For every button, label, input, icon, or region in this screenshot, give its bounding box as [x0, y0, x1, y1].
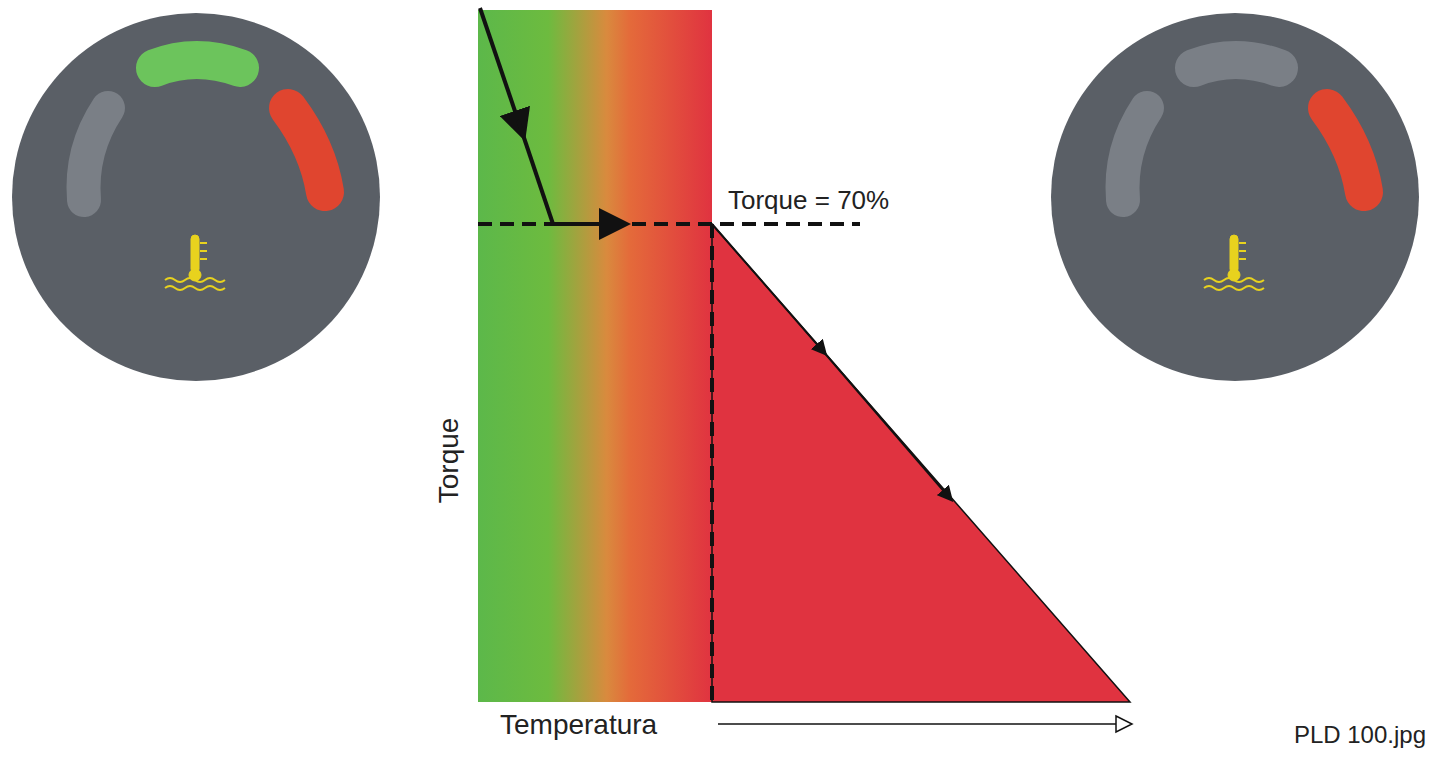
- torque-chart: [478, 8, 1132, 732]
- axis-label: Temperatura: [500, 710, 657, 741]
- axis-label: Torque: [435, 417, 466, 503]
- file-label: PLD 100.jpg: [1294, 722, 1426, 748]
- gauge-right: [1051, 13, 1419, 381]
- torque-value-label: Torque = 70%: [728, 186, 889, 215]
- gauge-left: [12, 13, 380, 381]
